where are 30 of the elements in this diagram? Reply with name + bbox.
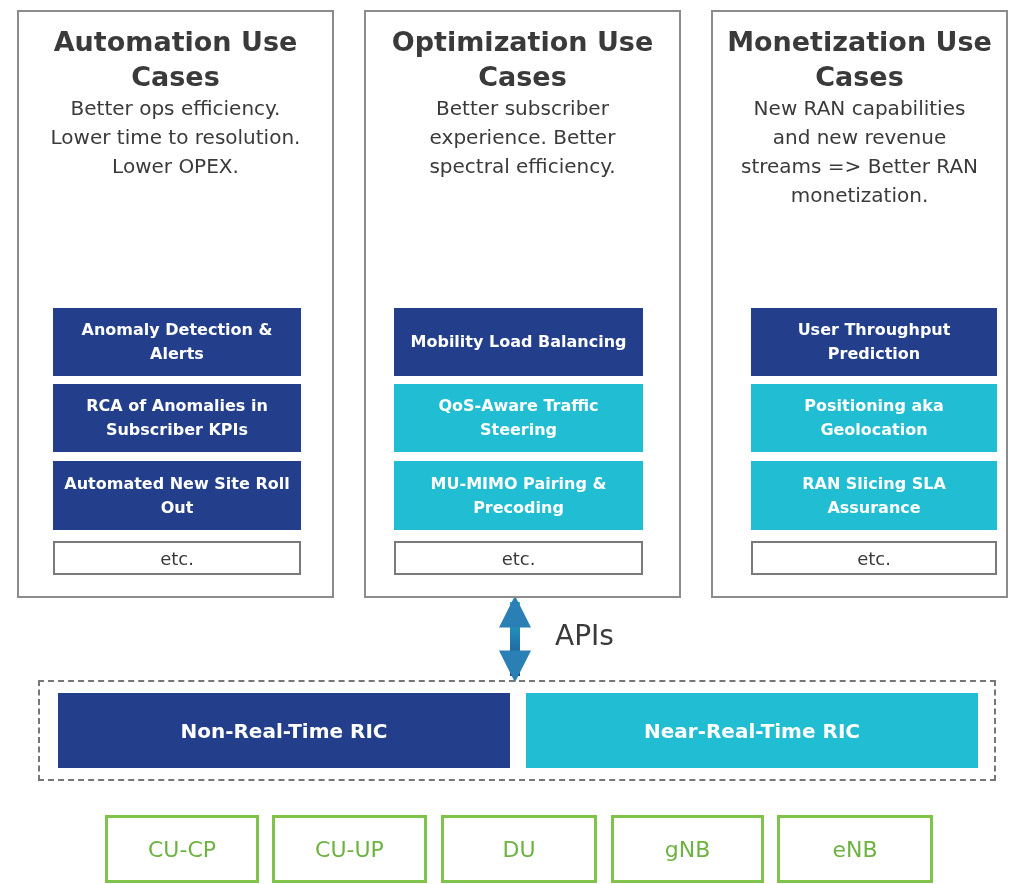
etc-box: etc. [394, 541, 643, 575]
use-case-box: RCA of Anomalies in Subscriber KPIs [53, 384, 301, 452]
use-case-box: Anomaly Detection & Alerts [53, 308, 301, 376]
use-case-box: Automated New Site Roll Out [53, 461, 301, 530]
panel-title: Monetization Use Cases [726, 25, 993, 95]
panel-title: Automation Use Cases [52, 25, 299, 95]
ric-box: Non-Real-Time RIC [58, 693, 510, 768]
use-case-box: RAN Slicing SLA Assurance [751, 461, 997, 530]
ric-container [38, 680, 996, 781]
use-case-panel [17, 10, 334, 598]
use-case-box: Mobility Load Balancing [394, 308, 643, 376]
use-case-box: Positioning aka Geolocation [751, 384, 997, 452]
ran-node-box: eNB [777, 815, 933, 883]
ran-node-box: DU [441, 815, 597, 883]
use-case-box: User Throughput Prediction [751, 308, 997, 376]
panel-title: Optimization Use Cases [390, 25, 655, 95]
ran-node-box: CU-UP [272, 815, 427, 883]
use-case-panel [711, 10, 1008, 598]
use-case-box: MU-MIMO Pairing & Precoding [394, 461, 643, 530]
ran-node-box: CU-CP [105, 815, 259, 883]
etc-box: etc. [53, 541, 301, 575]
ric-box: Near-Real-Time RIC [526, 693, 978, 768]
panel-description: New RAN capabilities and new revenue streams => Better RAN monetization. [739, 95, 980, 210]
use-case-panel [364, 10, 681, 598]
panel-description: Better subscriber experience. Better spectral efficiency. [428, 95, 617, 181]
ran-node-box: gNB [611, 815, 764, 883]
use-case-box: QoS-Aware Traffic Steering [394, 384, 643, 452]
panel-description: Better ops efficiency. Lower time to resolution. Lower OPEX. [49, 95, 302, 181]
double-arrow [499, 595, 531, 683]
etc-box: etc. [751, 541, 997, 575]
